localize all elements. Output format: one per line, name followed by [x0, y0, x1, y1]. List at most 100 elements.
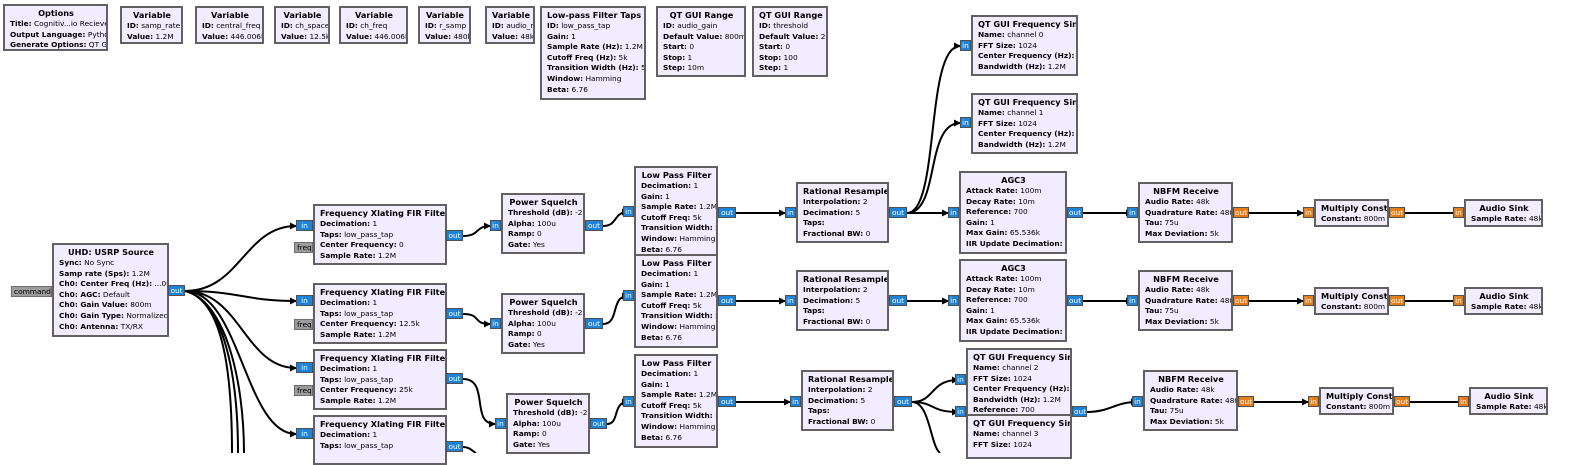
squelch2-in-port[interactable]: in [490, 318, 501, 329]
squelch3-out-port[interactable]: out [590, 418, 607, 429]
lpf2-in-port[interactable]: in [623, 290, 634, 301]
param-key: Max Deviation: [1145, 317, 1208, 326]
as1-in-port[interactable]: in [1453, 207, 1464, 218]
nbfm3-out-port[interactable]: out [1238, 396, 1254, 407]
lpf1-in-port[interactable]: in [623, 206, 634, 217]
param-key: Center Frequency (Hz): [978, 129, 1075, 138]
xlat2-out-port[interactable]: out [446, 308, 463, 319]
param-row: Ramp: 0 [508, 229, 579, 240]
mc1-in-port[interactable]: in [1303, 207, 1314, 218]
nbfm2-out-port[interactable]: out [1233, 295, 1249, 306]
nbfm1-in-port[interactable]: in [1127, 207, 1138, 218]
mc3-in-port[interactable]: in [1308, 396, 1319, 407]
lpf3-in-port[interactable]: in [623, 396, 634, 407]
as2-in-port[interactable]: in [1453, 295, 1464, 306]
squelch1-in-port[interactable]: in [490, 220, 501, 231]
xlat1-in-port[interactable]: in [296, 220, 313, 231]
mc2-in-port[interactable]: in [1303, 295, 1314, 306]
xlat1-out-port[interactable]: out [446, 230, 463, 241]
fs0-in-port[interactable]: in [960, 40, 971, 51]
xlat4-out-port[interactable]: out [446, 441, 463, 452]
fs2-in-port[interactable]: in [955, 374, 966, 385]
lpf1-out-port[interactable]: out [718, 207, 736, 218]
mc1-out-port[interactable]: out [1389, 207, 1405, 218]
lpf2-out-port[interactable]: out [718, 295, 736, 306]
fs3-in-port[interactable]: in [955, 406, 966, 417]
agc3-out-port[interactable]: out [1072, 406, 1087, 417]
squelch2-out-port[interactable]: out [585, 318, 603, 329]
xlat2-freq-port[interactable]: freq [294, 319, 313, 330]
param-row: Audio Rate: 48k [1145, 285, 1227, 296]
xlat1-freq-port[interactable]: freq [294, 242, 313, 253]
rr1-out-port[interactable]: out [889, 207, 907, 218]
agc2-out-port[interactable]: out [1067, 295, 1083, 306]
mc2-out-port[interactable]: out [1389, 295, 1405, 306]
squelch3-in-port[interactable]: in [495, 418, 506, 429]
as3-in-port[interactable]: in [1458, 396, 1469, 407]
rr3-out-port[interactable]: out [894, 396, 912, 407]
fs1-in-port[interactable]: in [960, 117, 971, 128]
agc1-in-port[interactable]: in [948, 207, 959, 218]
nbfm1-out-port[interactable]: out [1233, 207, 1249, 218]
xlat4-in-port[interactable]: in [296, 428, 313, 439]
param-row: Taps: [803, 218, 883, 229]
rr3-in-port[interactable]: in [790, 396, 801, 407]
xlat3-in-port[interactable]: in [296, 362, 313, 373]
usrp-out-port[interactable]: out [168, 285, 185, 296]
agc1-out-port[interactable]: out [1067, 207, 1083, 218]
mc3-out-port[interactable]: out [1394, 396, 1410, 407]
agc2-in-port[interactable]: in [948, 295, 959, 306]
xlat2-in-port[interactable]: in [296, 295, 313, 306]
block-title: QT GUI Frequency Sink [978, 18, 1072, 30]
rr1-in-port[interactable]: in [785, 207, 796, 218]
usrp-command-port[interactable]: command [11, 286, 52, 297]
xlat3-freq-port[interactable]: freq [294, 385, 313, 396]
rr2-out-port[interactable]: out [889, 295, 907, 306]
rr2-in-port[interactable]: in [785, 295, 796, 306]
lpf3-out-port[interactable]: out [718, 396, 736, 407]
nbfm2-in-port[interactable]: in [1127, 295, 1138, 306]
xlat3-out-port[interactable]: out [446, 373, 463, 384]
squelch1-out-port[interactable]: out [585, 220, 603, 231]
nbfm3-in-port[interactable]: in [1132, 396, 1143, 407]
